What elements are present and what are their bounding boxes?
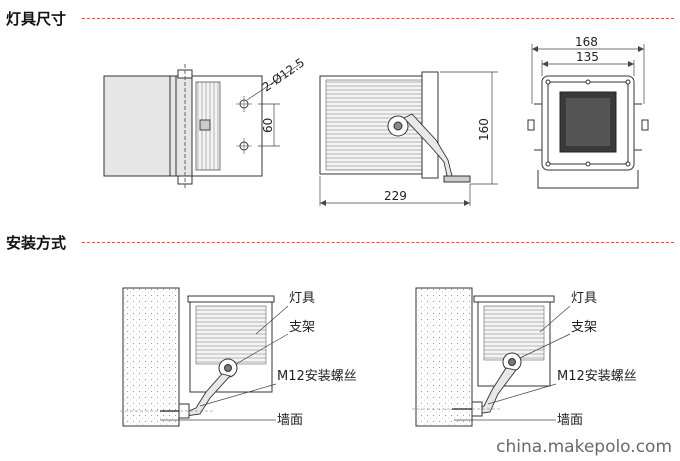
inner-width-label: 135 bbox=[576, 50, 599, 64]
side-bracket-view bbox=[103, 63, 301, 188]
depth-label: 229 bbox=[384, 189, 407, 203]
right-bracket-label: 支架 bbox=[571, 320, 597, 335]
install-heading: 安装方式 bbox=[6, 234, 67, 252]
dimensions-divider bbox=[82, 18, 674, 19]
hole-spacing-label: 60 bbox=[261, 118, 275, 133]
right-lamp-label: 灯具 bbox=[571, 291, 597, 306]
watermark: china.makepolo.com bbox=[496, 437, 672, 457]
left-lamp-label: 灯具 bbox=[289, 291, 315, 306]
lamp-side-view bbox=[319, 71, 498, 206]
left-bolt-label: M12安装螺丝 bbox=[277, 369, 357, 384]
left-bracket-label: 支架 bbox=[289, 320, 315, 335]
install-divider bbox=[82, 242, 674, 243]
install-diagram-left bbox=[120, 287, 289, 427]
lamp-front-view bbox=[527, 44, 649, 189]
hole-spec-label: 2-Ø12.5 bbox=[260, 55, 307, 94]
dimensions-heading: 灯具尺寸 bbox=[6, 10, 67, 28]
install-diagram-right bbox=[412, 287, 571, 427]
outer-width-label: 168 bbox=[575, 35, 598, 49]
right-wall-label: 墙面 bbox=[557, 413, 583, 428]
left-wall-label: 墙面 bbox=[277, 413, 303, 428]
height-label: 160 bbox=[477, 118, 491, 141]
right-bolt-label: M12安装螺丝 bbox=[557, 369, 637, 384]
